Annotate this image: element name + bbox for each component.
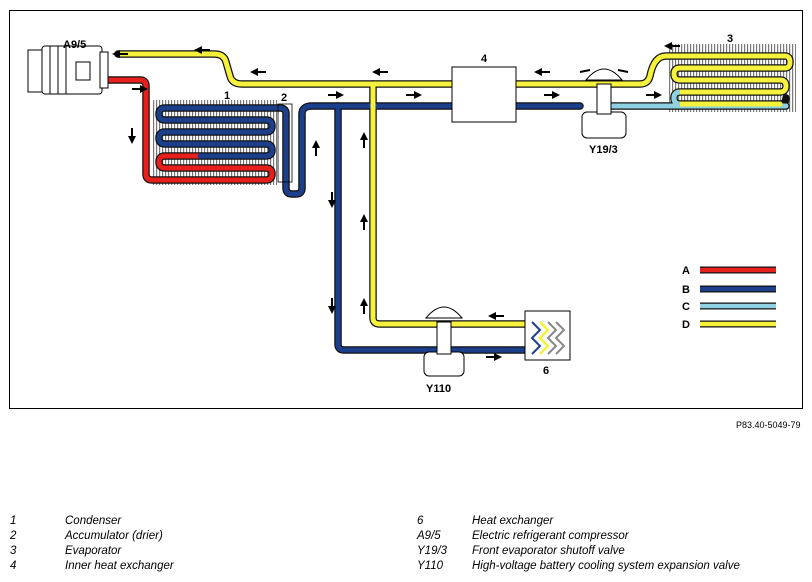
flow-arrow	[328, 91, 344, 99]
compressor-a9-5	[27, 45, 109, 95]
key-code: Y19/3	[417, 545, 448, 557]
line-a-pipe	[105, 77, 275, 183]
valve-y19-3	[579, 68, 629, 139]
key-code: A9/5	[417, 530, 441, 542]
flow-arrow	[488, 312, 504, 320]
label-inner-heat-exchanger: 4	[481, 53, 488, 65]
pipe-colours	[105, 51, 793, 353]
label-evaporator: 3	[727, 33, 733, 45]
flow-arrow	[250, 68, 266, 76]
label-y19-3: Y19/3	[589, 144, 618, 156]
flow-arrow	[360, 132, 368, 148]
legend-letter-c: C	[682, 301, 690, 313]
line-b-branch	[335, 103, 543, 353]
key-desc: Evaporator	[65, 545, 122, 557]
flow-arrow	[486, 353, 502, 361]
legend-letter-b: B	[682, 284, 690, 296]
key-desc: High-voltage battery cooling system expa…	[472, 560, 740, 572]
evaporator-coil-hint	[671, 89, 681, 107]
label-a9-5: A9/5	[63, 39, 86, 51]
key-code: Y110	[417, 560, 444, 572]
flow-arrow	[112, 50, 128, 58]
flow-arrow	[544, 91, 560, 99]
flow-arrow	[128, 128, 136, 144]
flow-arrow	[360, 214, 368, 230]
legend-letter-d: D	[682, 319, 690, 331]
line-d-branch	[370, 81, 541, 327]
key-desc: Accumulator (drier)	[65, 530, 163, 542]
flow-arrow	[328, 192, 336, 208]
valve-y110	[423, 306, 465, 377]
line-b-pipe	[156, 103, 583, 197]
flow-arrow	[194, 46, 210, 54]
flow-arrow	[664, 42, 680, 50]
inner-heat-exchanger	[451, 66, 517, 123]
key-code: 4	[10, 560, 17, 572]
key-desc: Condenser	[65, 515, 122, 527]
flow-arrows	[112, 42, 680, 361]
refrigerant-circuit-diagram: A9/5 1 2 3 4 6 Y19/3 Y110 A B C D	[9, 10, 803, 409]
flow-arrow	[360, 298, 368, 314]
flow-arrow	[372, 68, 388, 76]
key-code: 6	[417, 515, 424, 527]
flow-arrow	[646, 91, 662, 99]
key-code: 2	[10, 530, 17, 542]
figure-reference: P83.40-5049-79	[736, 420, 801, 430]
key-desc: Front evaporator shutoff valve	[472, 545, 625, 557]
label-y110: Y110	[426, 383, 451, 395]
key-code: 3	[10, 545, 17, 557]
line-legend: A B C D	[682, 265, 776, 331]
accumulator-body	[277, 103, 293, 183]
key-code: 1	[10, 515, 17, 527]
label-accumulator: 2	[281, 92, 287, 104]
label-heat-exchanger: 6	[543, 365, 549, 377]
line-d-pipe	[115, 51, 793, 107]
legend-letter-a: A	[682, 265, 690, 277]
label-condenser: 1	[224, 90, 230, 102]
flow-arrow	[132, 85, 148, 93]
key-desc: Inner heat exchanger	[65, 560, 174, 572]
key-desc: Electric refrigerant compressor	[472, 530, 629, 542]
flow-arrow	[312, 140, 320, 156]
heat-exchanger-6	[524, 310, 571, 361]
flow-arrow	[406, 91, 422, 99]
flow-arrow	[328, 298, 336, 314]
flow-arrow	[534, 68, 550, 76]
key-desc: Heat exchanger	[472, 515, 554, 527]
